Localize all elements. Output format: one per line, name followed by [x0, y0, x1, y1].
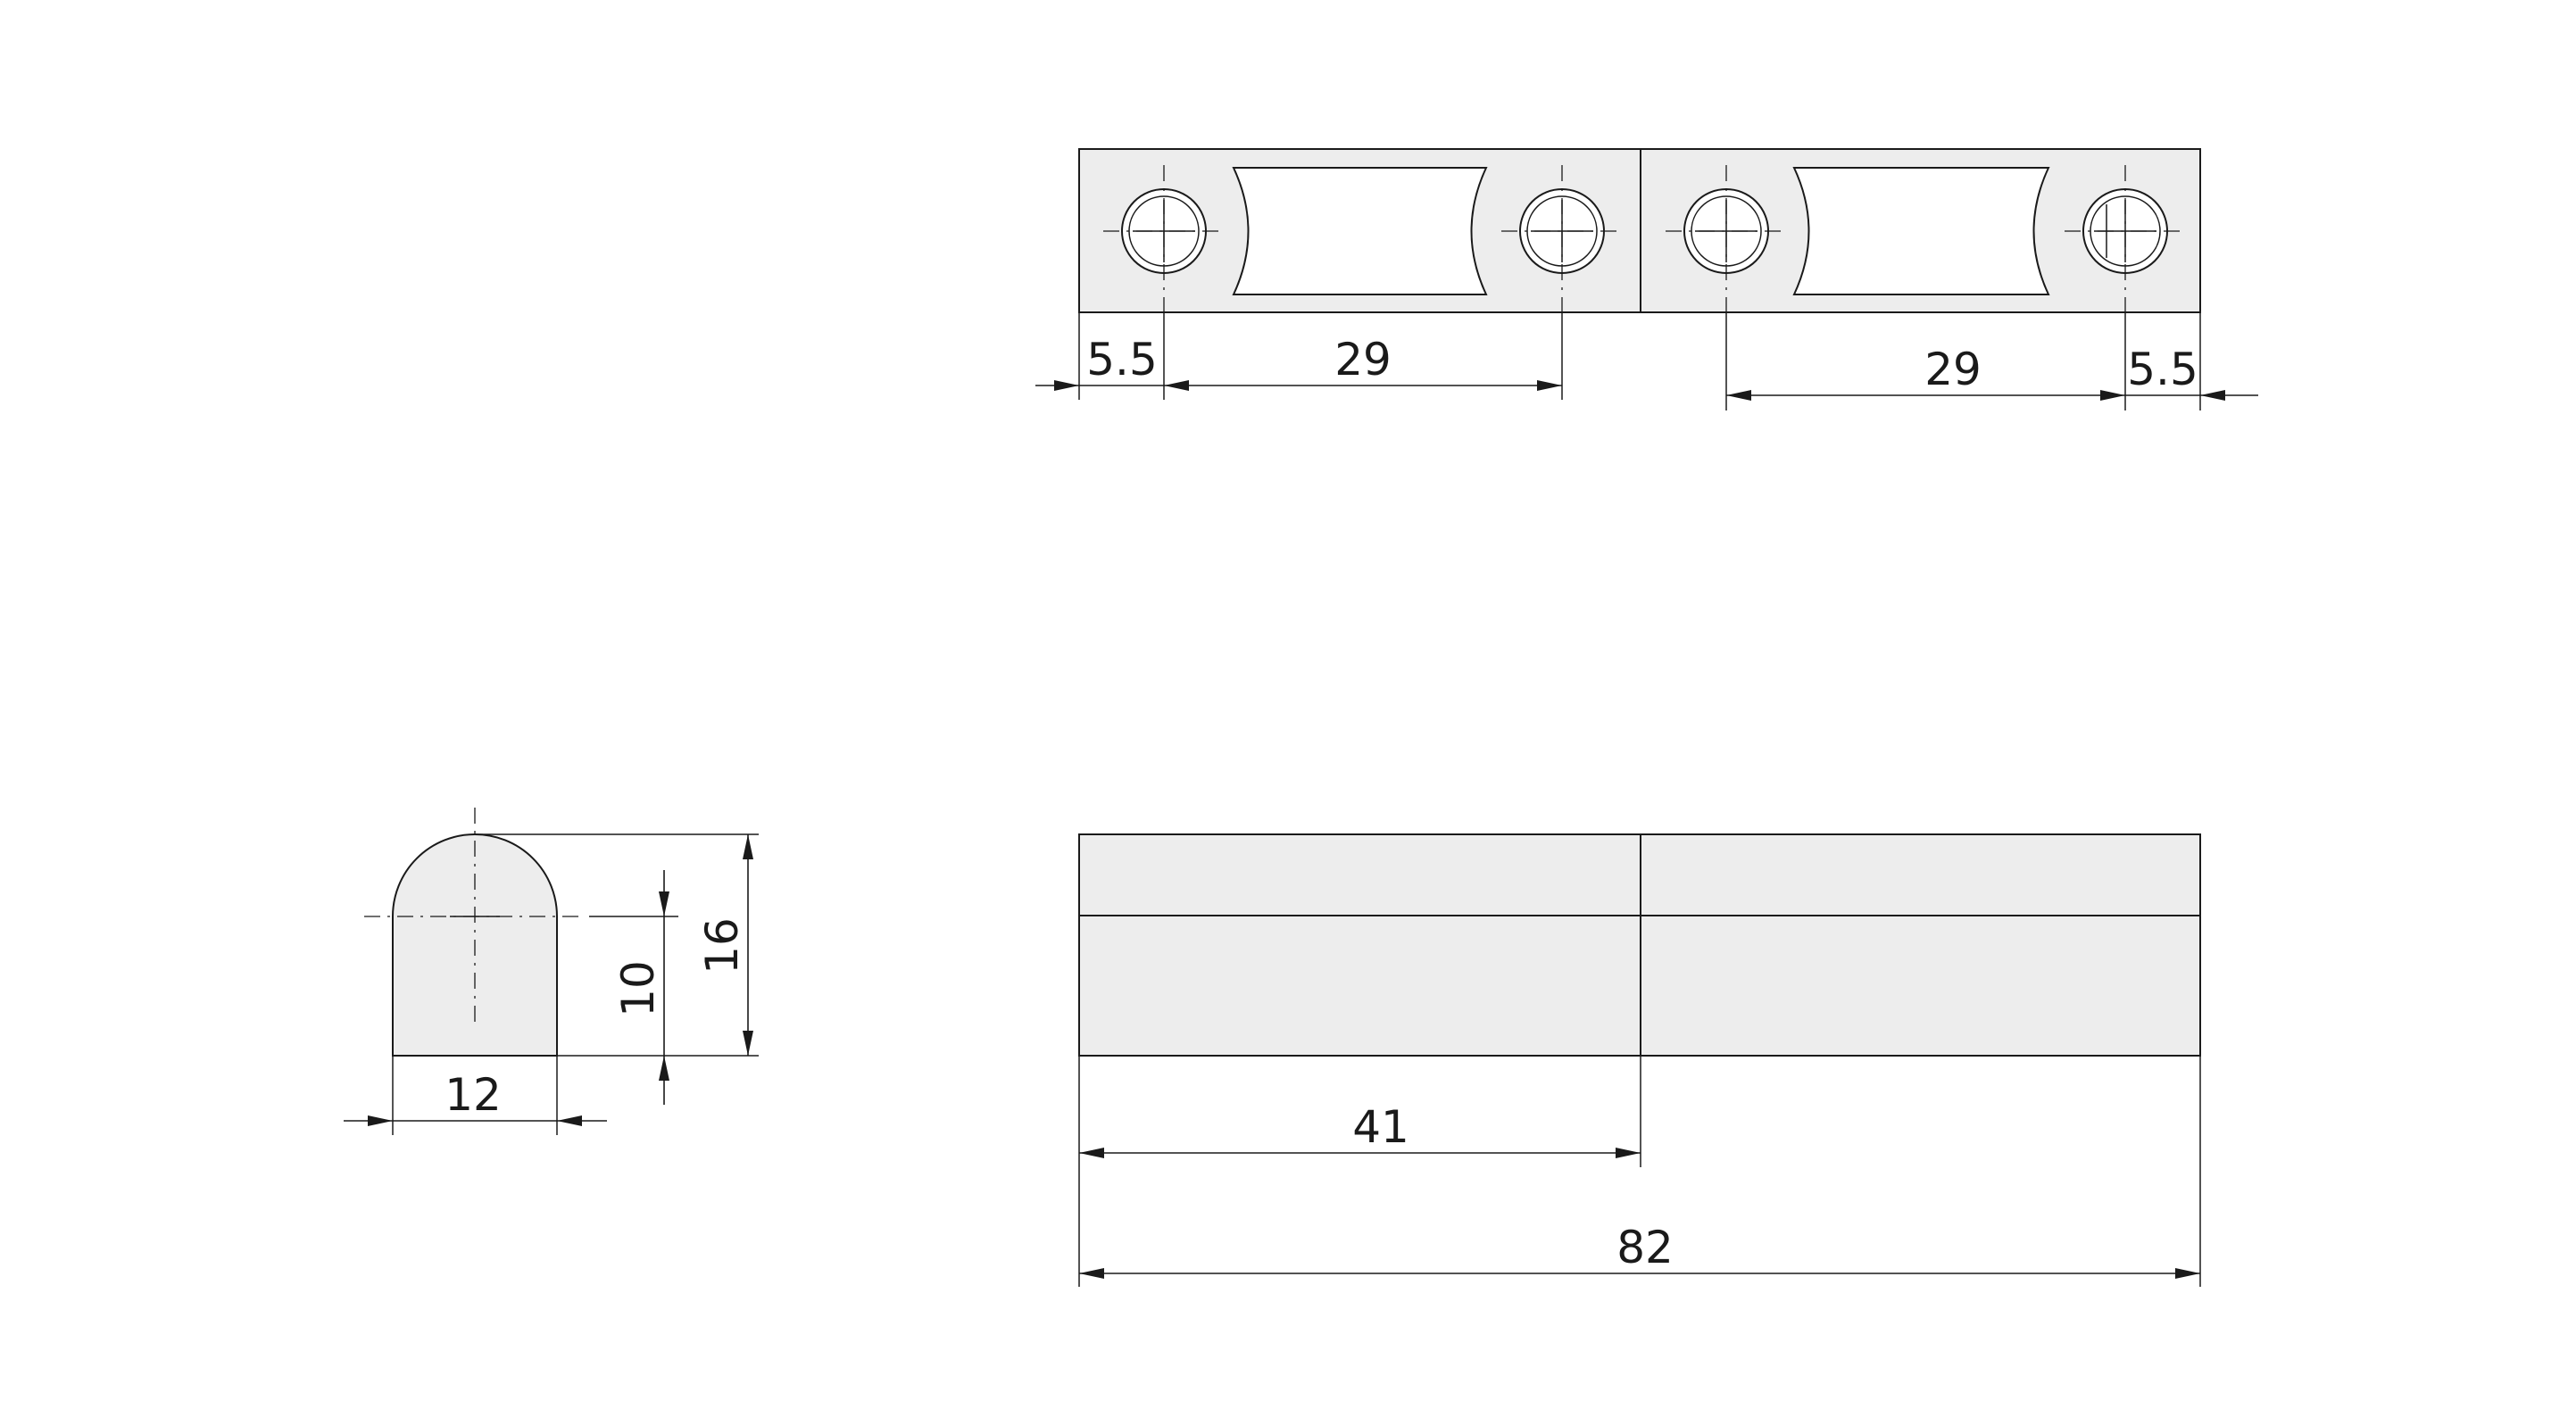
dim-label-29-left: 29 [1334, 334, 1392, 386]
dim-front-total: 82 [1079, 1222, 2200, 1279]
dim-label-16: 16 [696, 917, 748, 974]
slot-left [1232, 167, 1488, 295]
front-upper-left [1078, 833, 1641, 916]
top-centerlines [1103, 165, 2186, 312]
dim-label-12: 12 [445, 1069, 502, 1121]
dim-label-5-5-left: 5.5 [1086, 334, 1158, 386]
dim-label-10: 10 [612, 960, 664, 1017]
dim-side-arc-height: 10 [612, 870, 669, 1105]
dim-label-5-5-right: 5.5 [2127, 344, 2198, 395]
dim-label-82: 82 [1616, 1222, 1674, 1273]
front-lower-left [1078, 915, 1641, 1057]
dim-label-29-right: 29 [1924, 344, 1982, 395]
dim-side-total-height: 16 [696, 834, 753, 1056]
dim-front-half: 41 [1079, 1101, 1641, 1158]
slot-right [1792, 167, 2050, 295]
dim-top-left-edge: 5.5 [1035, 334, 1189, 391]
dim-top-right-pitch: 29 [1726, 344, 2125, 401]
front-view: 41 82 [1078, 833, 2201, 1287]
front-upper-right [1640, 833, 2201, 916]
top-view: 5.5 29 29 5.5 [1035, 148, 2258, 410]
dim-top-right-edge: 5.5 [2125, 344, 2258, 401]
side-centerlines [364, 808, 586, 1026]
side-view: 12 10 16 [344, 808, 759, 1135]
front-extension-lines [1078, 1056, 2201, 1287]
dim-side-width: 12 [344, 1069, 607, 1126]
front-lower-right [1640, 915, 2201, 1057]
dim-top-left-pitch: 29 [1164, 334, 1562, 391]
dim-label-41: 41 [1352, 1101, 1409, 1153]
